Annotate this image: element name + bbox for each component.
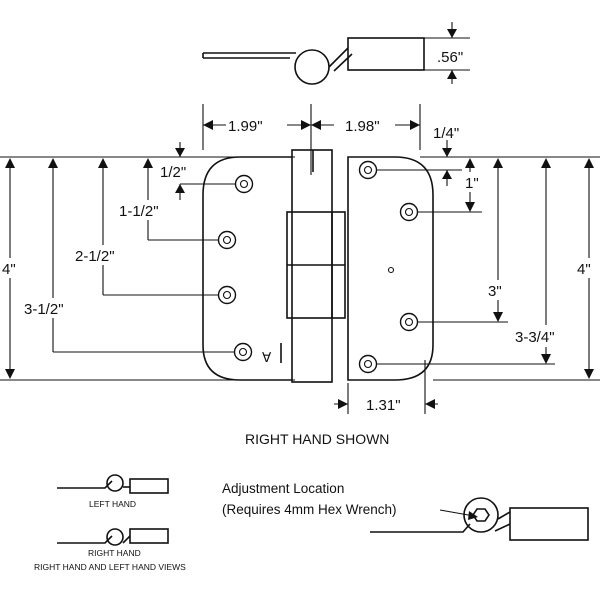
dim-right-hole3: 3" <box>488 283 502 300</box>
dim-left-hole2: 1-1/2" <box>119 203 159 220</box>
dim-right-leaf-width: 1.98" <box>345 118 380 135</box>
dim-bottom-offset: 1.31" <box>366 397 401 414</box>
hinge-knuckle <box>286 149 346 383</box>
views-label: RIGHT HAND AND LEFT HAND VIEWS <box>34 562 186 572</box>
adjustment-wrench-note: (Requires 4mm Hex Wrench) <box>222 502 397 517</box>
width-dimensions: 1.99" 1.98" <box>202 104 421 175</box>
dim-left-top-offset: 1/2" <box>160 164 186 181</box>
dim-right-hole2: 1" <box>465 175 479 192</box>
dim-left-height: 4" <box>2 261 16 278</box>
dim-left-hole4: 3-1/2" <box>24 301 64 318</box>
bottom-dimension: 1.31" <box>334 360 438 414</box>
dim-left-hole3: 2-1/2" <box>75 248 115 265</box>
left-vertical-dimensions: 4" 3-1/2" 2-1/2" 1-1/2" 1/2" <box>0 142 295 381</box>
dim-right-hole4: 3-3/4" <box>515 329 555 346</box>
left-hand-view: LEFT HAND <box>57 474 169 509</box>
right-leaf <box>347 156 434 381</box>
dim-right-top-offset: 1/4" <box>433 125 459 142</box>
dim-knuckle-dia: .56" <box>437 49 463 66</box>
right-vertical-dimensions: 1/4" 1" 3" 3-3/4" 4" <box>376 125 600 381</box>
top-profile-view: .56" <box>202 22 470 85</box>
left-hand-label: LEFT HAND <box>89 499 136 509</box>
dim-right-height: 4" <box>577 261 591 278</box>
dim-left-leaf-width: 1.99" <box>228 118 263 135</box>
caption-right-hand-shown: RIGHT HAND SHOWN <box>245 431 389 447</box>
right-hand-label: RIGHT HAND <box>88 548 141 558</box>
right-hand-view: RIGHT HAND RIGHT HAND AND LEFT HAND VIEW… <box>34 528 186 572</box>
adjustment-detail-view <box>370 497 589 541</box>
svg-text:∀: ∀ <box>262 350 272 365</box>
left-leaf: ∀ <box>202 156 292 381</box>
adjustment-location-label: Adjustment Location <box>222 481 344 496</box>
